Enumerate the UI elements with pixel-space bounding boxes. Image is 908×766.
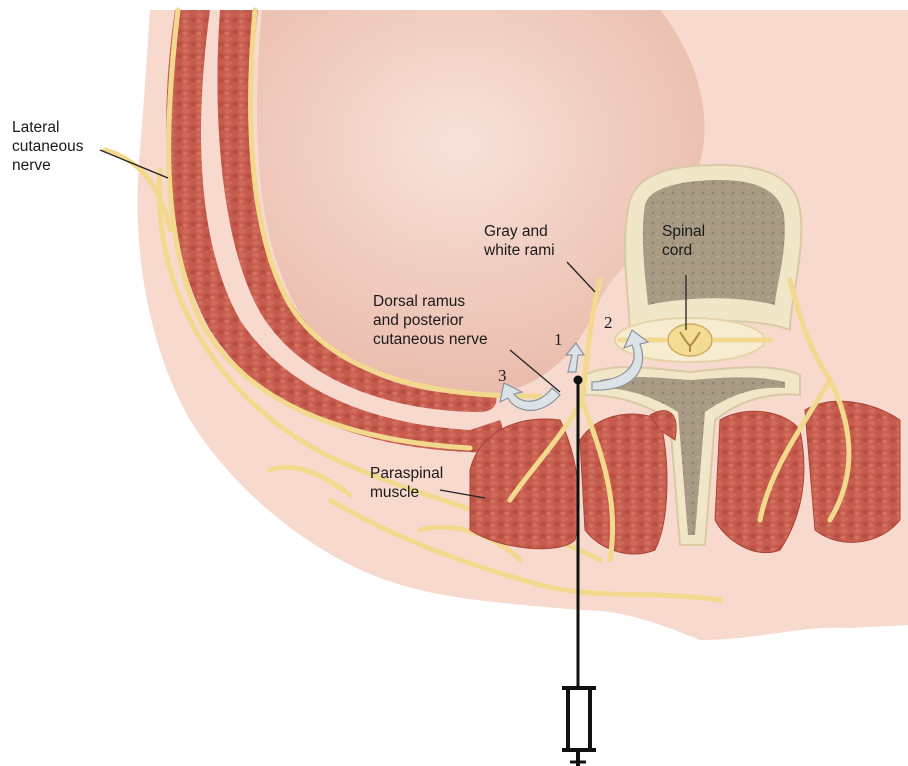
arrow-number-2: 2 <box>604 313 613 333</box>
arrow-number-3: 3 <box>498 366 507 386</box>
dorsal-ramus-label: Dorsal ramus and posterior cutaneous ner… <box>373 292 488 349</box>
spinal-cord-label: Spinal cord <box>662 222 705 260</box>
gray-white-rami-label: Gray and white rami <box>484 222 555 260</box>
paraspinal-muscle-label: Paraspinal muscle <box>370 464 443 502</box>
lateral-cutaneous-nerve-label: Lateral cutaneous nerve <box>12 118 84 175</box>
arrow-number-1: 1 <box>554 330 563 350</box>
